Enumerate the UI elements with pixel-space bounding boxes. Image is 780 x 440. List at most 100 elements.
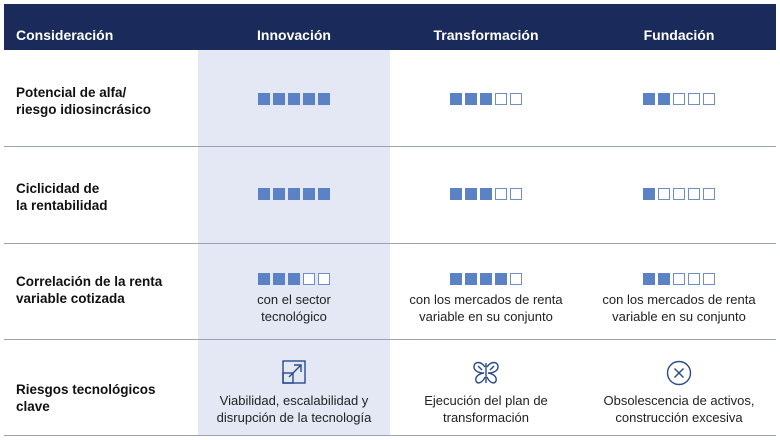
header-consideration: Consideración	[16, 27, 114, 43]
rating-squares	[198, 93, 390, 105]
rating-cell-innovation	[198, 50, 390, 146]
rating-squares	[198, 273, 390, 285]
row-label-line: Correlación de la renta	[16, 274, 163, 289]
filled-square-icon	[288, 93, 300, 105]
rating-cell-innovation: con el sector tecnológico	[198, 244, 390, 339]
cell-note-line: variable en su conjunto	[419, 309, 553, 324]
filled-square-icon	[465, 273, 477, 285]
rating-cell-innovation	[198, 147, 390, 243]
filled-square-icon	[658, 273, 670, 285]
cell-note-line: Obsolescencia de activos,	[603, 393, 755, 408]
cell-note-line: transformación	[443, 410, 529, 425]
row-label-line: riesgo idiosincrásico	[16, 102, 152, 117]
cell-note-line: con los mercados de renta	[409, 292, 563, 307]
filled-square-icon	[303, 188, 315, 200]
row-label: Correlación de la renta variable cotizad…	[16, 273, 186, 307]
rating-squares	[198, 188, 390, 200]
filled-square-icon	[288, 273, 300, 285]
empty-square-icon	[510, 188, 522, 200]
cell-note-line: tecnológico	[261, 309, 327, 324]
cell-note-line: construcción excesiva	[615, 410, 743, 425]
rating-cell-transformation	[390, 50, 582, 146]
filled-square-icon	[273, 93, 285, 105]
cell-note: Ejecución del plan de transformación	[390, 392, 582, 426]
filled-square-icon	[258, 273, 270, 285]
cell-note-line: con el sector	[257, 292, 331, 307]
cell-note: con los mercados de renta variable en su…	[390, 291, 582, 325]
filled-square-icon	[273, 188, 285, 200]
filled-square-icon	[465, 188, 477, 200]
cell-note: Viabilidad, escalabilidad y disrupción d…	[198, 392, 390, 426]
empty-square-icon	[303, 273, 315, 285]
cell-note-line: Viabilidad, escalabilidad y	[219, 393, 369, 408]
rating-squares	[390, 273, 582, 285]
rating-squares	[390, 188, 582, 200]
filled-square-icon	[450, 273, 462, 285]
rating-squares	[582, 93, 776, 105]
comparison-table: Consideración Innovación Transformación …	[4, 4, 776, 436]
risk-cell-innovation: Viabilidad, escalabilidad y disrupción d…	[198, 340, 390, 435]
empty-square-icon	[688, 273, 700, 285]
filled-square-icon	[495, 273, 507, 285]
table-row: Potencial de alfa/ riesgo idiosincrásico	[4, 50, 776, 147]
empty-square-icon	[510, 93, 522, 105]
filled-square-icon	[273, 273, 285, 285]
row-label-line: Ciclicidad de	[16, 181, 100, 196]
row-label: Potencial de alfa/ riesgo idiosincrásico	[16, 84, 186, 118]
expand-arrow-icon	[198, 360, 390, 384]
table-row: Correlación de la renta variable cotizad…	[4, 244, 776, 340]
filled-square-icon	[258, 93, 270, 105]
filled-square-icon	[643, 188, 655, 200]
rating-squares	[582, 273, 776, 285]
risk-cell-foundation: Obsolescencia de activos, construcción e…	[582, 340, 776, 435]
filled-square-icon	[643, 93, 655, 105]
empty-square-icon	[703, 273, 715, 285]
filled-square-icon	[480, 273, 492, 285]
filled-square-icon	[450, 188, 462, 200]
circle-x-icon	[582, 360, 776, 386]
cell-note-line: Ejecución del plan de	[424, 393, 548, 408]
empty-square-icon	[688, 93, 700, 105]
cell-note: Obsolescencia de activos, construcción e…	[582, 392, 776, 426]
empty-square-icon	[495, 93, 507, 105]
empty-square-icon	[658, 188, 670, 200]
filled-square-icon	[465, 93, 477, 105]
row-label-line: variable cotizada	[16, 291, 125, 306]
filled-square-icon	[643, 273, 655, 285]
empty-square-icon	[703, 188, 715, 200]
butterfly-icon	[390, 360, 582, 386]
cell-note-line: con los mercados de renta	[602, 292, 756, 307]
rating-cell-foundation	[582, 50, 776, 146]
row-label-line: Potencial de alfa/	[16, 85, 127, 100]
cell-note: con los mercados de renta variable en su…	[582, 291, 776, 325]
rating-cell-transformation: con los mercados de renta variable en su…	[390, 244, 582, 339]
filled-square-icon	[318, 93, 330, 105]
row-label: Riesgos tecnológicos clave	[16, 382, 156, 414]
header-transformation: Transformación	[433, 27, 539, 43]
rating-cell-foundation	[582, 147, 776, 243]
cell-note: con el sector tecnológico	[198, 291, 390, 325]
risk-cell-transformation: Ejecución del plan de transformación	[390, 340, 582, 435]
filled-square-icon	[450, 93, 462, 105]
filled-square-icon	[303, 93, 315, 105]
header-foundation: Fundación	[643, 27, 715, 43]
filled-square-icon	[480, 93, 492, 105]
rating-cell-foundation: con los mercados de renta variable en su…	[582, 244, 776, 339]
rating-squares	[390, 93, 582, 105]
row-label: Ciclicidad de la rentabilidad	[16, 180, 186, 214]
filled-square-icon	[288, 188, 300, 200]
rating-squares	[582, 188, 776, 200]
empty-square-icon	[318, 273, 330, 285]
filled-square-icon	[258, 188, 270, 200]
empty-square-icon	[688, 188, 700, 200]
row-label-line: la rentabilidad	[16, 198, 108, 213]
empty-square-icon	[510, 273, 522, 285]
filled-square-icon	[318, 188, 330, 200]
empty-square-icon	[495, 188, 507, 200]
cell-note-line: variable en su conjunto	[612, 309, 746, 324]
table-row: Ciclicidad de la rentabilidad	[4, 147, 776, 244]
empty-square-icon	[673, 93, 685, 105]
filled-square-icon	[480, 188, 492, 200]
header-innovation: Innovación	[257, 27, 331, 43]
cell-note-line: disrupción de la tecnología	[216, 410, 372, 425]
